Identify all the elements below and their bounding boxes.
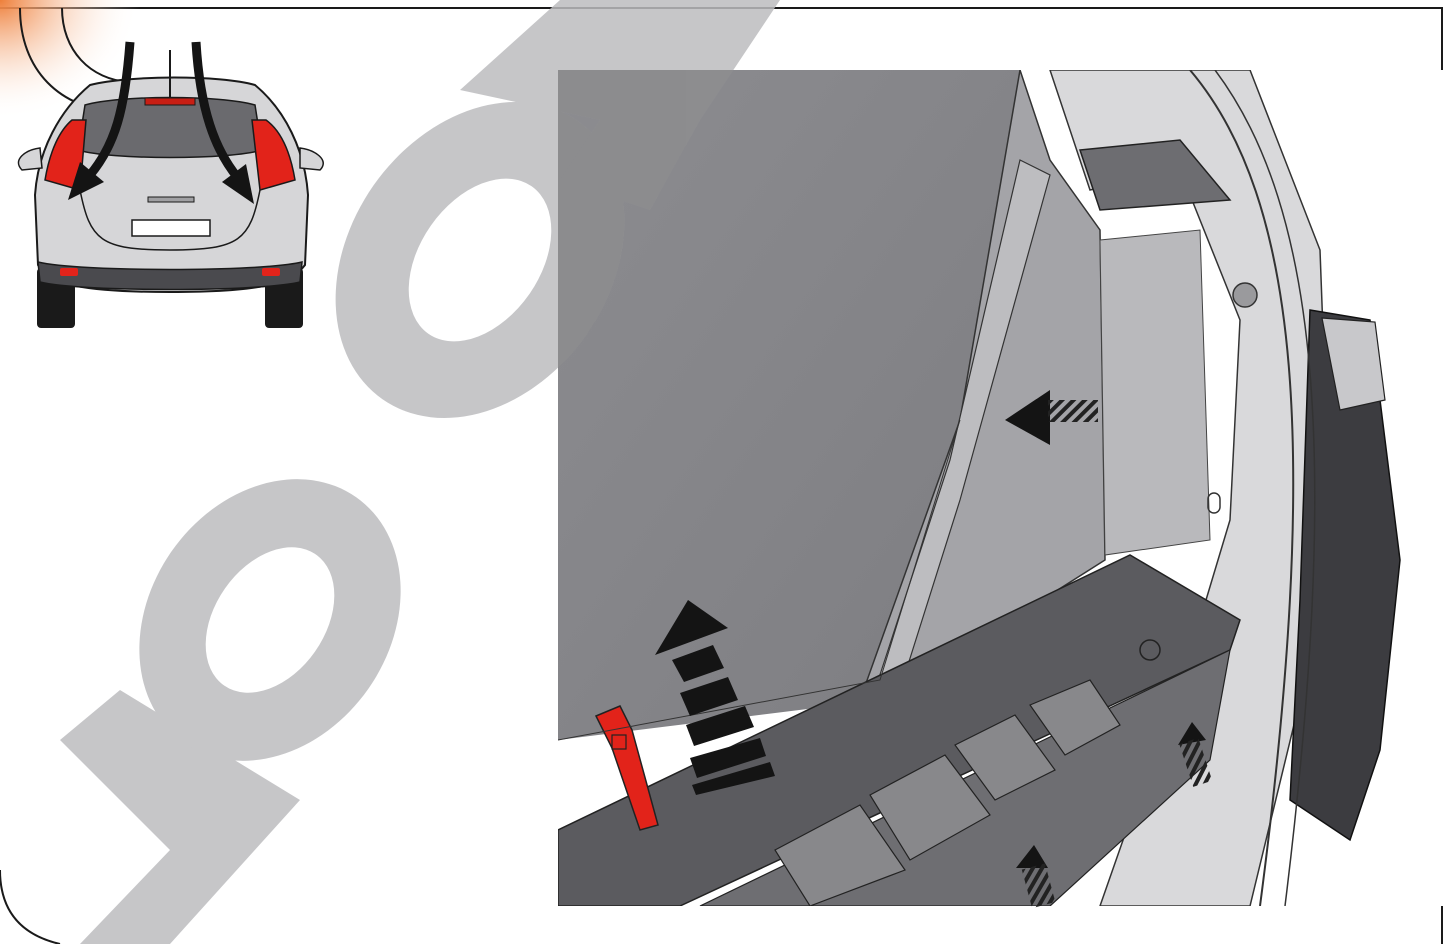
detail-view xyxy=(558,70,1446,906)
